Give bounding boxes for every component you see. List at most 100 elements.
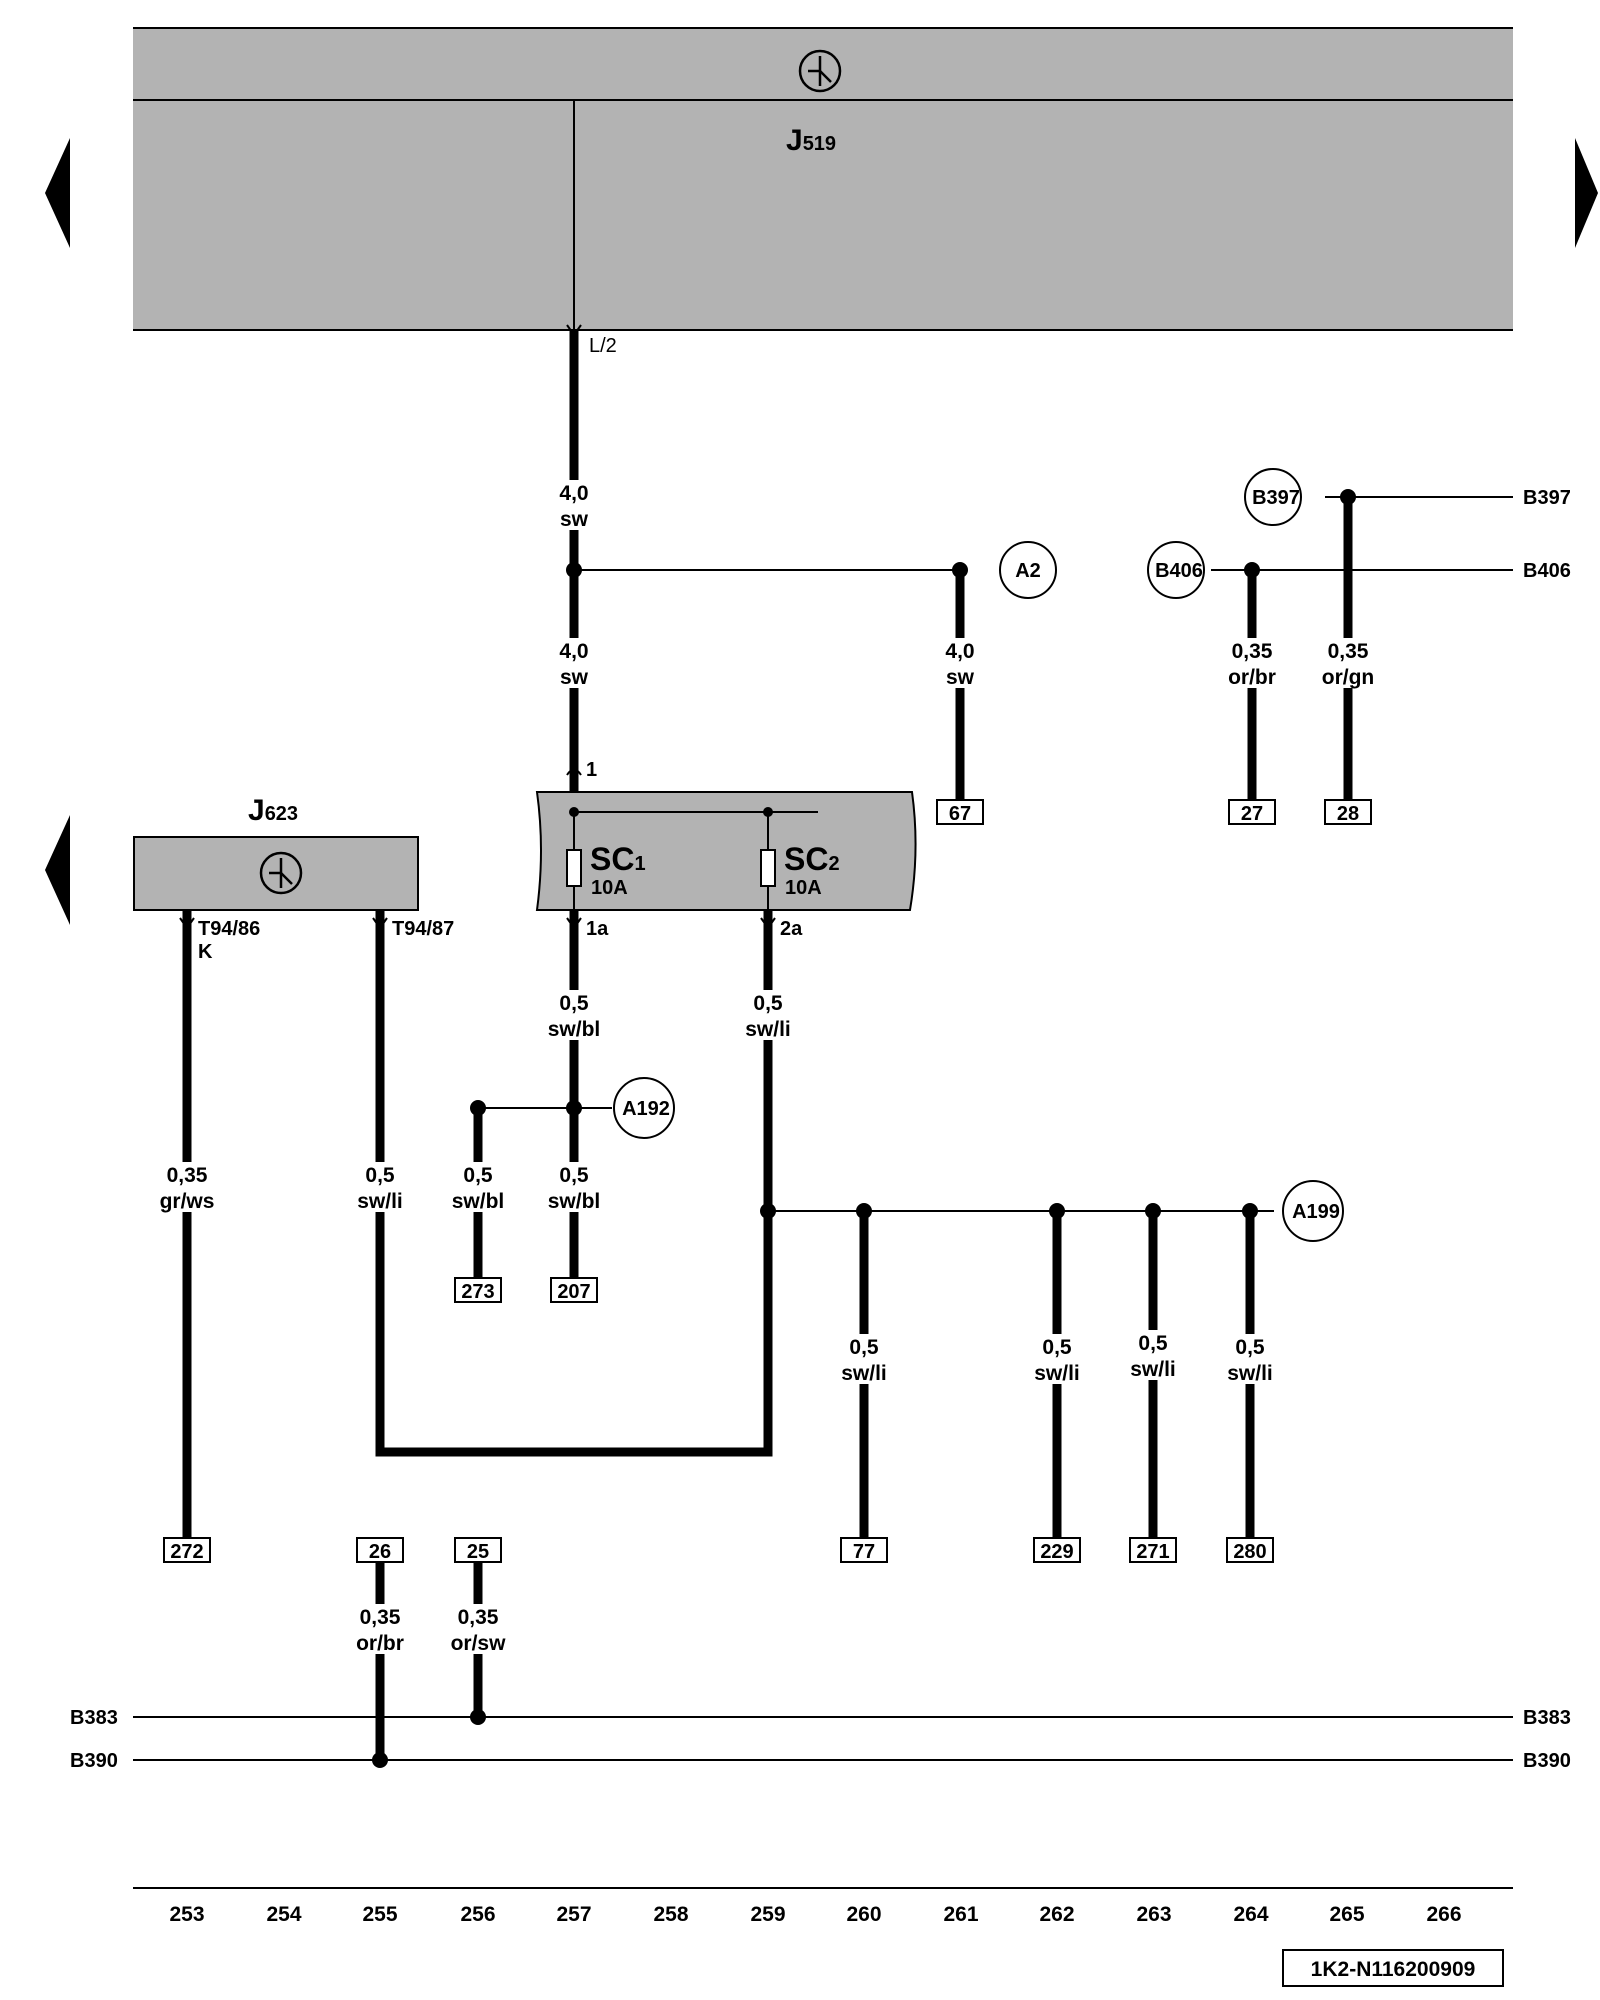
j519-subscript: 519: [803, 133, 836, 155]
reference-label: 67: [949, 803, 971, 825]
track-number: 262: [1039, 1903, 1074, 1926]
track-number: 256: [460, 1903, 495, 1926]
connector-label: A192: [622, 1098, 670, 1120]
connector-a192[interactable]: A192: [613, 1077, 675, 1139]
wire-size-label: 0,35: [167, 1164, 208, 1187]
wire-size-label: 0,35: [360, 1606, 401, 1629]
sc2-subscript: 2: [828, 853, 839, 875]
wire-size-label: 0,35: [458, 1606, 499, 1629]
svg-text:SC1: SC1: [590, 841, 646, 877]
connector-label: B406: [1155, 560, 1203, 582]
pin-sc1-out-1a: 1a: [586, 918, 609, 940]
wire-color-label: sw: [560, 508, 589, 531]
reference-box-273[interactable]: 273: [454, 1277, 502, 1303]
bus-label-b390-left: B390: [70, 1750, 118, 1772]
connector-b397[interactable]: B397: [1244, 468, 1302, 526]
j623-label: J: [248, 794, 265, 827]
pin-j623-t94-86-k: K: [198, 941, 213, 963]
reference-box-229[interactable]: 229: [1033, 1537, 1081, 1563]
reference-label: 25: [467, 1541, 489, 1563]
wire-size-label: 0,5: [559, 992, 589, 1015]
pin-j623-t94-86: T94/86: [198, 918, 260, 940]
wire-size-label: 0,5: [1042, 1336, 1072, 1359]
fuse-sc2[interactable]: [760, 849, 776, 887]
wire-color-label: sw/li: [841, 1362, 887, 1385]
wire-size-label: 4,0: [945, 640, 974, 663]
wire-color-label: sw/li: [745, 1018, 791, 1041]
track-number: 263: [1136, 1903, 1171, 1926]
reference-label: 207: [557, 1281, 590, 1303]
track-number: 258: [653, 1903, 688, 1926]
j519-label: J: [786, 124, 803, 157]
reference-box-272[interactable]: 272: [163, 1537, 211, 1563]
sc2-rating: 10A: [785, 877, 822, 899]
connector-label: A2: [1015, 560, 1041, 582]
reference-label: 280: [1233, 1541, 1266, 1563]
j519-control-unit[interactable]: [133, 28, 1513, 330]
bus-label-b406: B406: [1523, 560, 1571, 582]
reference-boxes: 67 27 28 273 207 272 77 229 271 280 26 2…: [163, 799, 1372, 1563]
fuse-carrier-sc[interactable]: [535, 791, 917, 911]
reference-label: 272: [170, 1541, 203, 1563]
reference-label: 26: [369, 1541, 391, 1563]
connector-a2[interactable]: A2: [999, 541, 1057, 599]
wire-size-label: 0,5: [1235, 1336, 1265, 1359]
track-number: 255: [362, 1903, 397, 1926]
track-number: 264: [1233, 1903, 1268, 1926]
fuse-sc1[interactable]: [566, 849, 582, 887]
wire-color-label: sw/bl: [548, 1018, 601, 1041]
pin-sc2-out-2a: 2a: [780, 918, 803, 940]
diagram-code-box: 1K2-N116200909: [1282, 1949, 1504, 1987]
connector-a199[interactable]: A199: [1282, 1180, 1344, 1242]
bus-label-b390-right: B390: [1523, 1750, 1571, 1772]
reference-box-280[interactable]: 280: [1226, 1537, 1274, 1563]
svg-text:J519: J519: [786, 124, 836, 157]
reference-box-67[interactable]: 67: [936, 799, 984, 825]
track-number: 257: [556, 1903, 591, 1926]
track-number: 260: [846, 1903, 881, 1926]
sc1-subscript: 1: [634, 853, 645, 875]
next-page-arrow-icon[interactable]: [1575, 138, 1598, 248]
previous-page-arrow-icon-lower[interactable]: [45, 815, 70, 925]
wire-size-label: 0,5: [559, 1164, 589, 1187]
junction-dots: [372, 489, 1356, 1768]
wire-size-label: 0,5: [753, 992, 783, 1015]
reference-box-271[interactable]: 271: [1129, 1537, 1177, 1563]
reference-label: 27: [1241, 803, 1263, 825]
reference-box-25[interactable]: 25: [454, 1537, 502, 1563]
sc2-label: SC: [784, 841, 828, 877]
wire-color-label: sw: [946, 666, 975, 689]
wire-color-label: sw/li: [1130, 1358, 1176, 1381]
connector-b406[interactable]: B406: [1147, 541, 1205, 599]
reference-label: 273: [461, 1281, 494, 1303]
reference-box-27[interactable]: 27: [1228, 799, 1276, 825]
reference-box-26[interactable]: 26: [356, 1537, 404, 1563]
bus-label-b383-left: B383: [70, 1707, 118, 1729]
reference-label: 28: [1337, 803, 1359, 825]
reference-box-28[interactable]: 28: [1324, 799, 1372, 825]
reference-label: 229: [1040, 1541, 1073, 1563]
wire-color-label: sw/bl: [548, 1190, 601, 1213]
track-number: 254: [266, 1903, 301, 1926]
wire-color-label: or/br: [1228, 666, 1276, 689]
sc1-label: SC: [590, 841, 634, 877]
wire-color-label: or/gn: [1322, 666, 1375, 689]
connector-label: B397: [1252, 487, 1300, 509]
track-number: 253: [169, 1903, 204, 1926]
wire-color-label: or/br: [356, 1632, 404, 1655]
track-number: 265: [1329, 1903, 1364, 1926]
reference-box-207[interactable]: 207: [550, 1277, 598, 1303]
svg-text:J623: J623: [248, 794, 298, 827]
connector-label: A199: [1292, 1201, 1340, 1223]
previous-page-arrow-icon[interactable]: [45, 138, 70, 248]
reference-box-77[interactable]: 77: [840, 1537, 888, 1563]
wire-size-label: 0,5: [365, 1164, 395, 1187]
pin-sc-in-1: 1: [586, 759, 597, 781]
control-unit-icon: [798, 49, 842, 93]
bus-label-b397: B397: [1523, 487, 1571, 509]
svg-text:SC2: SC2: [784, 841, 840, 877]
wire-color-label: sw/bl: [452, 1190, 505, 1213]
diagram-code: 1K2-N116200909: [1311, 1958, 1476, 1981]
wire-color-label: or/sw: [451, 1632, 507, 1655]
